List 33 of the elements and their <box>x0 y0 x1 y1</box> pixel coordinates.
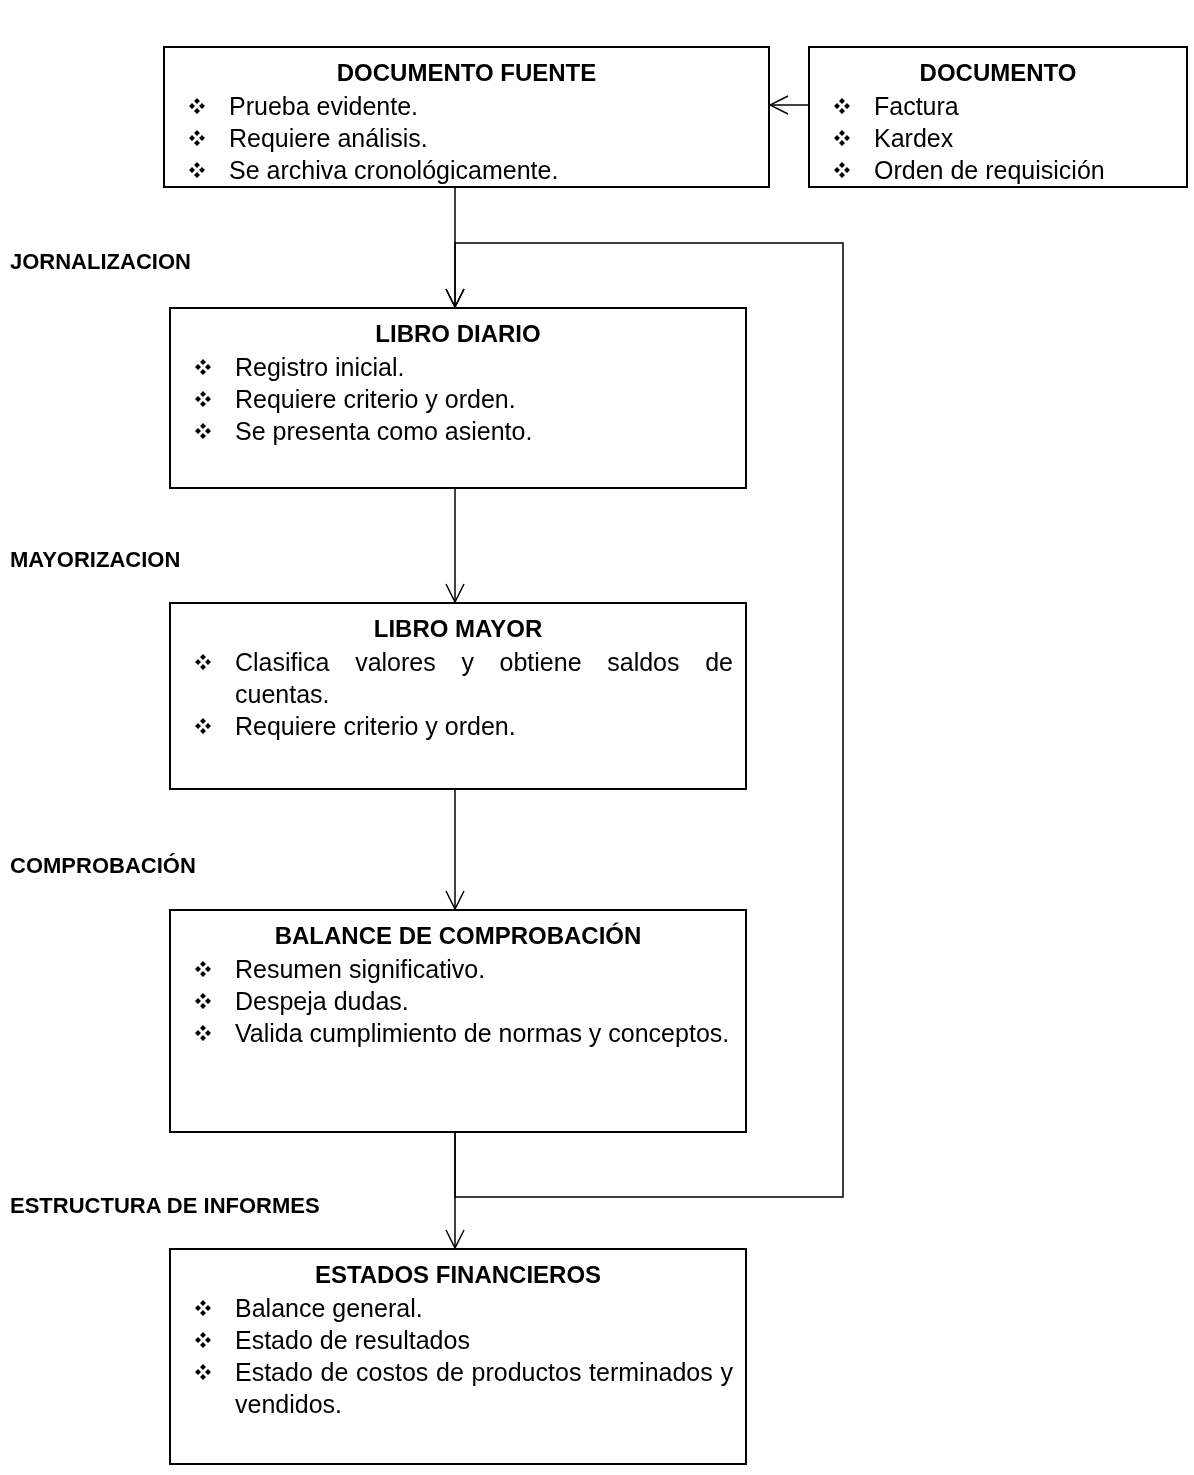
process-box <box>169 602 747 790</box>
process-box <box>808 46 1188 188</box>
arrow <box>445 242 844 1198</box>
bullet-text: Orden de requisición <box>874 155 1105 186</box>
bullet-text: Se presenta como asiento. <box>235 416 533 447</box>
bullet-text: Se archiva cronológicamente. <box>229 155 559 186</box>
box-title: ESTADOS FINANCIEROS <box>313 1260 603 1290</box>
bullet-text: Requiere criterio y orden. <box>235 384 516 415</box>
arrow <box>445 488 465 603</box>
bullet-text: Valida cumplimiento de normas y conceptos. <box>235 1018 730 1049</box>
box-title: DOCUMENTO FUENTE <box>335 58 598 88</box>
process-box <box>169 909 747 1133</box>
process-box <box>169 1248 747 1465</box>
box-title: LIBRO DIARIO <box>374 319 542 349</box>
bullet-text: Despeja dudas. <box>235 986 409 1017</box>
process-box <box>163 46 770 188</box>
bullet-text: Balance general. <box>235 1293 423 1324</box>
box-title: LIBRO MAYOR <box>372 614 544 644</box>
bullet-text: Requiere análisis. <box>229 123 428 154</box>
bullet-text: Requiere criterio y orden. <box>235 711 516 742</box>
bullet-text: Estado de resultados <box>235 1325 470 1356</box>
box-title: BALANCE DE COMPROBACIÓN <box>273 921 643 951</box>
box-title: DOCUMENTO <box>918 58 1078 88</box>
bullet-text: Resumen significativo. <box>235 954 486 985</box>
bullet-text: Estado de costos de productos terminados y vendidos. <box>235 1357 733 1420</box>
bullet-text: Kardex <box>874 123 954 154</box>
arrow <box>445 789 465 910</box>
bullet-text: Registro inicial. <box>235 352 405 383</box>
arrow <box>769 95 809 115</box>
bullet-text: Clasifica valores y obtiene saldos de cuentas. <box>235 647 733 710</box>
process-box <box>169 307 747 489</box>
bullet-text: Factura <box>874 91 959 122</box>
bullet-text: Prueba evidente. <box>229 91 419 122</box>
